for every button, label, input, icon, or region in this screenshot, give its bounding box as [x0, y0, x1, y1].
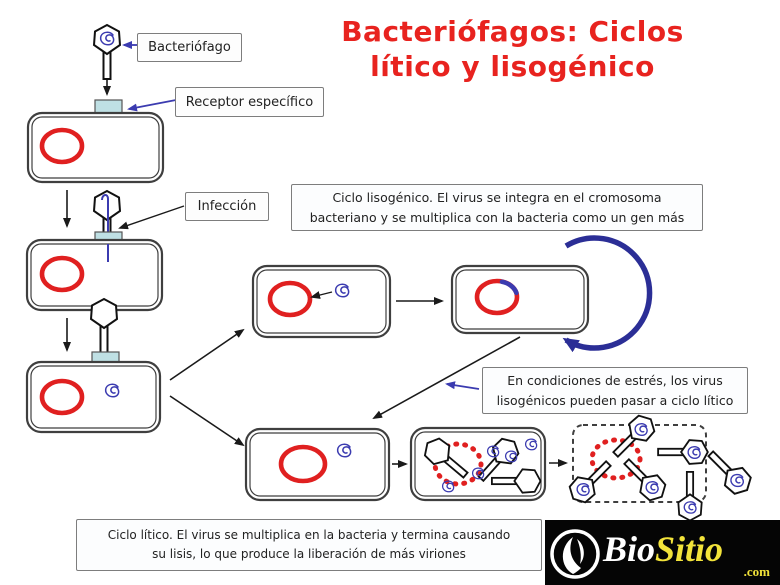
logo-com: .com: [743, 564, 770, 579]
receptor-icon: [94, 99, 123, 114]
phage-icon: [93, 24, 121, 80]
label-bacteriofago: Bacteriófago: [137, 33, 242, 62]
label-infeccion: Infección: [185, 192, 269, 221]
chromosome-ring-icon: [278, 444, 328, 484]
degraded-chromosome-icon: [589, 437, 643, 481]
bacterium-cell: [25, 238, 164, 312]
logo-sitio: Sitio: [655, 528, 724, 569]
bacterium-cell: [450, 264, 590, 335]
biositio-leaf-icon: [550, 528, 600, 579]
label-bacteriofago-text: Bacteriófago: [148, 40, 231, 55]
phage-icon: [701, 444, 757, 500]
stress-arrow: [372, 336, 521, 419]
bacterium-cell: [244, 427, 391, 502]
caption-lysogenic-line-1: Ciclo lisogénico. El virus se integra en…: [332, 190, 662, 206]
label-receptor-text: Receptor específico: [185, 94, 314, 110]
chromosome-ring-icon: [39, 255, 85, 293]
label-receptor: Receptor específico: [175, 87, 324, 117]
chromosome-ring-icon: [39, 378, 85, 416]
caption-stress-line-2: lisogénicos pueden pasar a ciclo lítico: [496, 392, 734, 408]
label-infeccion-text: Infección: [197, 199, 257, 214]
phage-icon: [606, 409, 661, 464]
phage-icon: [677, 470, 703, 522]
chromosome-ring-icon: [39, 127, 85, 165]
integration-arrow: [310, 291, 333, 299]
caption-lysogenic-cycle: Ciclo lisogénico. El virus se integra en…: [291, 184, 703, 231]
bacterium-cell-assembly: [409, 426, 547, 502]
bacterium-cell: [26, 111, 165, 184]
replication-cycle-arrow-icon: [562, 235, 653, 353]
phage-icon: [617, 452, 672, 507]
caption-lytic-line-1: Ciclo lítico. El virus se multiplica en …: [107, 528, 511, 543]
caption-stress: En condiciones de estrés, los virus liso…: [482, 367, 748, 414]
bacterium-cell: [251, 264, 392, 339]
page-title: Bacteriófagos: Ciclos lítico y lisogénic…: [330, 14, 695, 84]
arrow-to-lysogenic: [169, 328, 245, 381]
caption-lysogenic-line-2: bacteriano y se multiplica con la bacter…: [309, 209, 685, 225]
phage-icon: [657, 439, 709, 465]
arrow-to-lytic: [169, 395, 245, 447]
degraded-chromosome-icon: [432, 441, 484, 487]
lysed-cell: [563, 409, 757, 522]
logo-bio: Bio: [603, 528, 656, 569]
biositio-logo: BioSitio .com: [545, 520, 780, 585]
title-line-1: Bacteriófagos: Ciclos: [341, 15, 684, 48]
phage-icon: [90, 298, 118, 354]
title-line-2: lítico y lisogénico: [370, 50, 655, 83]
chromosome-ring-icon: [474, 278, 520, 316]
caption-lytic-cycle: Ciclo lítico. El virus se multiplica en …: [76, 519, 542, 571]
bacterium-cell: [25, 360, 162, 434]
caption-lytic-line-2: su lisis, lo que produce la liberación d…: [152, 547, 466, 561]
caption-stress-line-1: En condiciones de estrés, los virus: [507, 373, 723, 389]
label-arrow: [445, 381, 480, 390]
integrated-prophage-segment: [499, 279, 519, 296]
label-arrow: [118, 205, 185, 230]
chromosome-ring-icon: [267, 280, 313, 318]
biositio-logo-text: BioSitio: [603, 531, 723, 567]
label-arrow: [127, 99, 177, 112]
dna-injection: [101, 194, 109, 261]
